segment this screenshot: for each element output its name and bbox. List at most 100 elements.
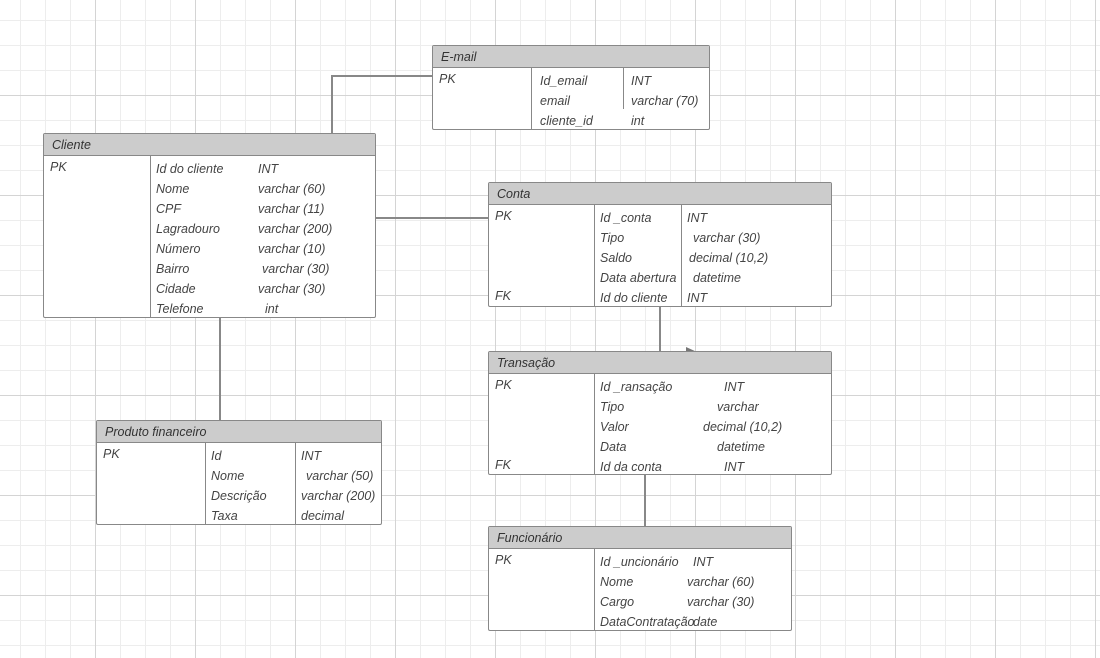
field-name: Id _ransação: [600, 380, 673, 394]
table-row: DataContratação date: [489, 612, 791, 632]
table-row: Valor decimal (10,2): [489, 417, 831, 437]
field-type: INT: [687, 291, 708, 305]
table-row: Id INT: [97, 446, 381, 466]
entity-conta-divider-2: [681, 205, 682, 306]
table-row: Id _ransação INT: [489, 377, 831, 397]
field-name: Cargo: [600, 595, 635, 609]
field-name: Nome: [156, 182, 190, 196]
table-row: Id _uncionário INT: [489, 552, 791, 572]
field-type: varchar (30): [687, 595, 755, 609]
field-name: Lagradouro: [156, 222, 220, 236]
field-name: DataContratação: [600, 615, 695, 629]
field-type: varchar: [717, 400, 759, 414]
table-row: Id do cliente INT: [489, 288, 831, 308]
table-row: Taxa decimal: [97, 506, 381, 526]
table-row: Nome varchar (60): [489, 572, 791, 592]
table-row: Data abertura datetime: [489, 268, 831, 288]
entity-produto-body: PK Id INT Nome varchar (50) Descrição va…: [97, 443, 381, 524]
entity-email-divider-2: [623, 68, 624, 109]
entity-email[interactable]: E-mail PK Id_email INT email varchar (70…: [432, 45, 710, 130]
table-row: cliente_id int: [433, 111, 709, 131]
table-row: Lagradouro varchar (200): [44, 219, 375, 239]
entity-email-body: PK Id_email INT email varchar (70) clien…: [433, 68, 709, 129]
field-type: INT: [724, 380, 745, 394]
table-row: Número varchar (10): [44, 239, 375, 259]
entity-email-divider-1: [531, 68, 532, 129]
entity-funcionario[interactable]: Funcionário PK Id _uncionário INT Nome v…: [488, 526, 792, 631]
entity-produto-rows: Id INT Nome varchar (50) Descrição varch…: [97, 443, 381, 524]
field-type: INT: [687, 211, 708, 225]
entity-funcionario-title: Funcionário: [489, 527, 791, 549]
table-row: Telefone int: [44, 299, 375, 319]
table-row: Id _conta INT: [489, 208, 831, 228]
table-row: Nome varchar (60): [44, 179, 375, 199]
entity-conta-pk-label: PK: [495, 209, 512, 223]
entity-email-rows: Id_email INT email varchar (70) cliente_…: [433, 68, 709, 129]
field-type: INT: [258, 162, 279, 176]
connector-transacao-funcionario: [644, 475, 646, 528]
table-row: Tipo varchar (30): [489, 228, 831, 248]
field-name: Tipo: [600, 231, 625, 245]
field-type: varchar (11): [258, 202, 325, 216]
entity-transacao-rows: Id _ransação INT Tipo varchar Valor deci…: [489, 374, 831, 474]
field-type: varchar (60): [687, 575, 755, 589]
connector-cliente-email-vertical: [331, 75, 333, 135]
table-row: Id da conta INT: [489, 457, 831, 477]
field-type: INT: [693, 555, 714, 569]
field-type: date: [693, 615, 718, 629]
connector-cliente-email-horizontal: [331, 75, 432, 77]
field-name: Id _uncionário: [600, 555, 679, 569]
entity-transacao-pk-label: PK: [495, 378, 512, 392]
table-row: Data datetime: [489, 437, 831, 457]
field-type: varchar (30): [262, 262, 330, 276]
field-name: Data: [600, 440, 627, 454]
field-name: Nome: [211, 469, 245, 483]
entity-cliente-pk-label: PK: [50, 160, 67, 174]
field-name: Nome: [600, 575, 634, 589]
field-type: INT: [724, 460, 745, 474]
entity-cliente-divider-1: [150, 156, 151, 317]
field-name: Data abertura: [600, 271, 677, 285]
field-name: Telefone: [156, 302, 204, 316]
entity-cliente-title: Cliente: [44, 134, 375, 156]
entity-produto-financeiro[interactable]: Produto financeiro PK Id INT Nome varcha…: [96, 420, 382, 525]
field-name: Id _conta: [600, 211, 652, 225]
entity-funcionario-body: PK Id _uncionário INT Nome varchar (60) …: [489, 549, 791, 630]
entity-produto-divider-1: [205, 443, 206, 524]
field-name: cliente_id: [540, 114, 593, 128]
table-row: Tipo varchar: [489, 397, 831, 417]
entity-cliente[interactable]: Cliente PK Id do cliente INT Nome varcha…: [43, 133, 376, 318]
entity-conta-body: PK FK Id _conta INT Tipo varchar (30) Sa…: [489, 205, 831, 306]
field-type: INT: [301, 449, 322, 463]
entity-transacao-title: Transação: [489, 352, 831, 374]
field-name: email: [540, 94, 570, 108]
entity-transacao[interactable]: Transação PK FK Id _ransação INT Tipo va…: [488, 351, 832, 475]
table-row: Cargo varchar (30): [489, 592, 791, 612]
field-type: datetime: [693, 271, 741, 285]
field-name: Tipo: [600, 400, 625, 414]
field-name: Saldo: [600, 251, 632, 265]
table-row: Nome varchar (50): [97, 466, 381, 486]
table-row: email varchar (70): [433, 91, 709, 111]
entity-transacao-fk-label: FK: [495, 458, 511, 472]
field-name: Número: [156, 242, 201, 256]
connector-cliente-produto: [219, 317, 221, 421]
field-type: varchar (30): [258, 282, 326, 296]
entity-conta[interactable]: Conta PK FK Id _conta INT Tipo varchar (…: [488, 182, 832, 307]
entity-conta-fk-label: FK: [495, 289, 511, 303]
entity-email-pk-label: PK: [439, 72, 456, 86]
field-type: decimal (10,2): [689, 251, 769, 265]
table-row: Saldo decimal (10,2): [489, 248, 831, 268]
field-type: varchar (60): [258, 182, 326, 196]
field-name: Id da conta: [600, 460, 662, 474]
field-type: varchar (200): [258, 222, 333, 236]
field-name: Taxa: [211, 509, 238, 523]
field-type: varchar (30): [693, 231, 761, 245]
entity-funcionario-rows: Id _uncionário INT Nome varchar (60) Car…: [489, 549, 791, 630]
field-name: Id do cliente: [600, 291, 668, 305]
field-type: varchar (50): [306, 469, 374, 483]
field-type: int: [631, 114, 645, 128]
field-name: CPF: [156, 202, 181, 216]
entity-transacao-divider-1: [594, 374, 595, 474]
